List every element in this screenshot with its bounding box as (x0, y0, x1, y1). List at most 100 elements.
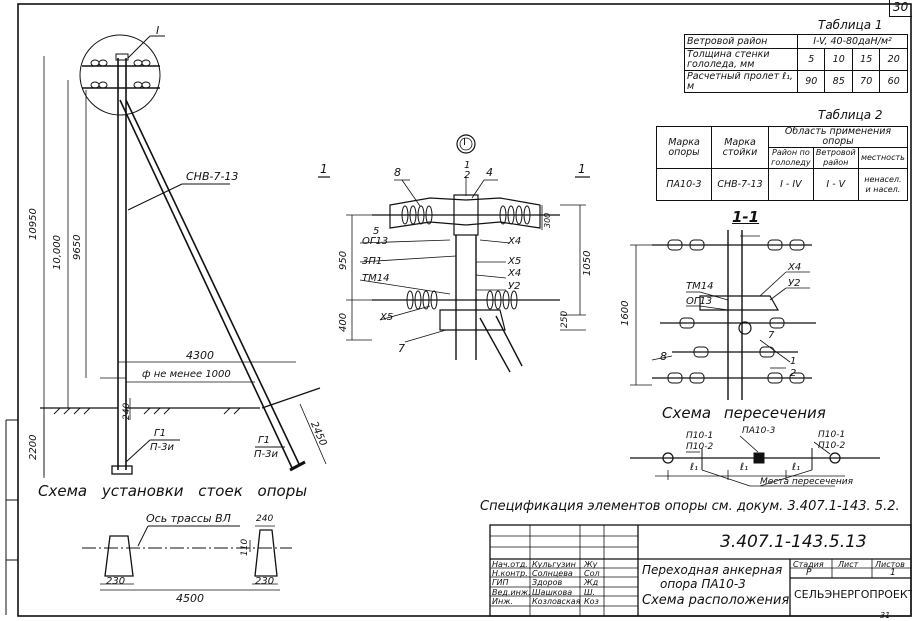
table1-cell: 20 (879, 48, 908, 71)
sign-3: Ш. (584, 588, 596, 597)
table1-cell: 15 (851, 48, 881, 71)
table1-row2-label: Расчетный пролет ℓ₁, м (684, 70, 798, 93)
name-2: Здоров (532, 578, 563, 587)
specification-note: Спецификация элементов опоры см. докум. … (480, 499, 900, 514)
crossing-label-p10-1-right: П10-1 (818, 430, 846, 440)
table2-cell: ПА10-3 (656, 168, 712, 201)
page-number-box (889, 0, 912, 17)
dim-1600: 1600 (620, 300, 631, 326)
lower-insulators (406, 290, 518, 310)
callout-1: 1 (464, 160, 471, 171)
node-strut (479, 317, 511, 373)
node-marker: I (463, 137, 466, 148)
callout-u2: У2 (508, 281, 521, 292)
pole-strut (125, 99, 301, 467)
role-4: Инж. (492, 597, 513, 606)
callout-x5-bottom: Х5 (380, 312, 394, 323)
installation-caption: Схема установки стоек опоры (38, 482, 308, 500)
section-callout-x4: Х4 (788, 262, 802, 273)
node-marker-circle (456, 134, 476, 154)
role-3: Вед.инж. (492, 588, 531, 597)
dim-950: 950 (338, 250, 349, 270)
section-mark-right: 1 (578, 162, 586, 176)
role-2: ГИП (492, 578, 509, 587)
table1-cell: 10 (824, 48, 853, 71)
table2-header-ice: Район по гололеду (768, 147, 814, 169)
span-l1-1: ℓ₁ (690, 462, 699, 473)
sheet-header: Лист (838, 560, 859, 569)
dim-300: 300 (543, 212, 552, 228)
upper-insulators (401, 205, 531, 225)
dim-2200: 2200 (28, 434, 39, 460)
g1-left-label: Г1 (154, 428, 166, 439)
stage-value: Р (806, 568, 812, 578)
stamp-title-line2: опора ПА10-3 (660, 577, 746, 591)
dim-1050: 1050 (582, 250, 593, 276)
crossing-label-p10-2-left: П10-2 (686, 442, 714, 452)
crossing-label-pa10-3: ПА10-3 (742, 426, 776, 436)
dim-4500: 4500 (176, 592, 204, 605)
section-callout-u2: У2 (788, 278, 801, 289)
foundation-left (111, 465, 133, 475)
table1-row0-value: I-V, 40-80даН/м² (797, 34, 908, 49)
dim-400: 400 (338, 312, 349, 332)
section-callout-2: 2 (790, 368, 797, 379)
footing-left (104, 535, 134, 577)
dim-4300: 4300 (186, 349, 214, 362)
min-distance-label: ф не менее 1000 (142, 369, 231, 380)
callout-2: 2 (464, 170, 471, 181)
dim-240: 240 (122, 402, 132, 420)
sign-4: Коз (584, 597, 599, 606)
crossing-place-label: Места пересечения (760, 477, 854, 487)
callout-x5-top: Х5 (508, 256, 522, 267)
table1-cell: 5 (796, 48, 826, 71)
organization-name: СЕЛЬЭНЕРГОПРОЕКТ (794, 588, 912, 601)
crossing-label-p10-2-right: П10-2 (818, 441, 846, 451)
p3i-right-label: П-3и (254, 449, 278, 460)
table1: Ветровой район I-V, 40-80даН/м² Толщина … (684, 34, 908, 93)
p3i-left-label: П-3и (150, 442, 174, 453)
section-title: 1-1 (732, 208, 760, 226)
table1-cell: 85 (824, 70, 853, 93)
callout-x4-top: Х4 (508, 236, 522, 247)
title-block (489, 524, 912, 617)
table2-header-area: Область применения опоры (768, 126, 908, 148)
span-l1-3: ℓ₁ (792, 462, 801, 473)
sign-0: Жу (584, 560, 598, 569)
table1-cell: 60 (879, 70, 908, 93)
sheet-frame (17, 3, 912, 617)
table2-header-post: Марка стойки (711, 126, 769, 169)
dim-10950: 10950 (28, 208, 39, 240)
trace-axis-label: Ось трассы ВЛ (146, 512, 231, 525)
stamp-title-line1: Переходная анкерная (642, 563, 783, 577)
crossing-label-p10-1-left: П10-1 (686, 431, 714, 441)
sign-1: Сол (584, 569, 600, 578)
callout-4: 4 (486, 166, 493, 179)
table2-cell: СНВ-7-13 (711, 168, 769, 201)
table2-header-wind: Ветровой район (812, 147, 859, 169)
dim-240-trace: 240 (256, 514, 274, 524)
table1-row0-label: Ветровой район (684, 34, 798, 49)
section-callout-og13: ОГ13 (686, 296, 713, 307)
sign-2: Жд (584, 578, 599, 587)
top-insulators (90, 53, 151, 89)
callout-8: 8 (394, 166, 401, 179)
section-callout-1: 1 (790, 356, 797, 367)
stage-header: Стадия (793, 560, 824, 569)
callout-7: 7 (398, 342, 405, 355)
table2-title: Таблица 2 (818, 108, 883, 122)
callout-tm14: ТМ14 (362, 273, 390, 284)
name-4: Козловская (532, 597, 581, 606)
table2: Марка опоры Марка стойки Область примене… (656, 126, 909, 201)
dim-230-left: 230 (106, 576, 126, 587)
dim-10000: 10,000 (52, 235, 63, 270)
name-0: Кульгузин (532, 560, 576, 569)
stamp-title-line3: Схема расположения (642, 593, 790, 608)
sheets-value: 1 (890, 568, 896, 578)
table1-cell: 70 (851, 70, 881, 93)
table2-header-pole: Марка опоры (656, 126, 712, 169)
role-1: Н.контр. (492, 569, 528, 578)
dim-250: 250 (560, 310, 570, 328)
